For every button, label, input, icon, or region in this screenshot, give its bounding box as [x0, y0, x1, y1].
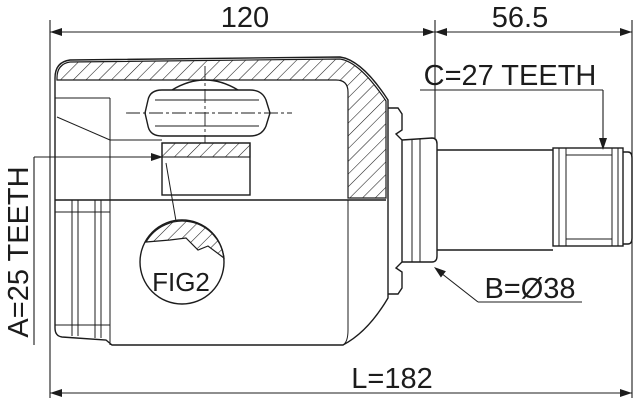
arrowhead: [50, 28, 62, 36]
housing: [54, 56, 389, 346]
seal-profile: [388, 107, 403, 295]
outer-spline-label: C=27 TEETH: [424, 60, 597, 92]
arrowhead: [620, 28, 632, 36]
housing-length-label: 120: [221, 2, 269, 34]
arrowhead: [599, 138, 607, 150]
inner-spline-label: A=25 TEETH: [3, 166, 35, 337]
shaft-end: [623, 151, 633, 245]
seal-diameter-label: B=Ø38: [484, 273, 575, 305]
top-dimension: 120 56.5: [50, 2, 632, 36]
spline-hub: [161, 142, 251, 196]
arrowhead: [151, 153, 163, 161]
overall-length-label: L=182: [351, 363, 432, 395]
detail-fig2: FIG2: [139, 162, 225, 305]
shaft-spline: [552, 147, 624, 247]
bore-chamfer: [56, 116, 111, 141]
housing-outline: [54, 56, 389, 346]
detail-tooth-hatch: [144, 220, 225, 260]
housing-section-hatch: [56, 58, 387, 199]
seal-diameter-callout: B=Ø38: [434, 267, 582, 305]
arrowhead: [434, 267, 446, 278]
overall-dimension: L=182: [50, 363, 632, 397]
detail-leader: [165, 162, 177, 222]
shaft-flange: [401, 137, 438, 263]
detail-label: FIG2: [152, 267, 210, 297]
ball-top: [171, 79, 239, 91]
ball-cage: [126, 66, 292, 196]
outer-spline-callout: C=27 TEETH: [420, 60, 607, 150]
shaft-length-label: 56.5: [492, 2, 548, 34]
arrowhead: [435, 28, 447, 36]
arrowhead: [620, 389, 632, 397]
bell-outer-line: [342, 200, 349, 346]
arrowhead: [423, 28, 435, 36]
shaft-body: [437, 149, 553, 251]
arrowhead: [50, 389, 62, 397]
shaft: [401, 137, 633, 263]
hub-teeth-hatch: [161, 142, 251, 158]
inner-spline-callout: A=25 TEETH: [3, 153, 163, 345]
leader-line: [440, 272, 479, 303]
